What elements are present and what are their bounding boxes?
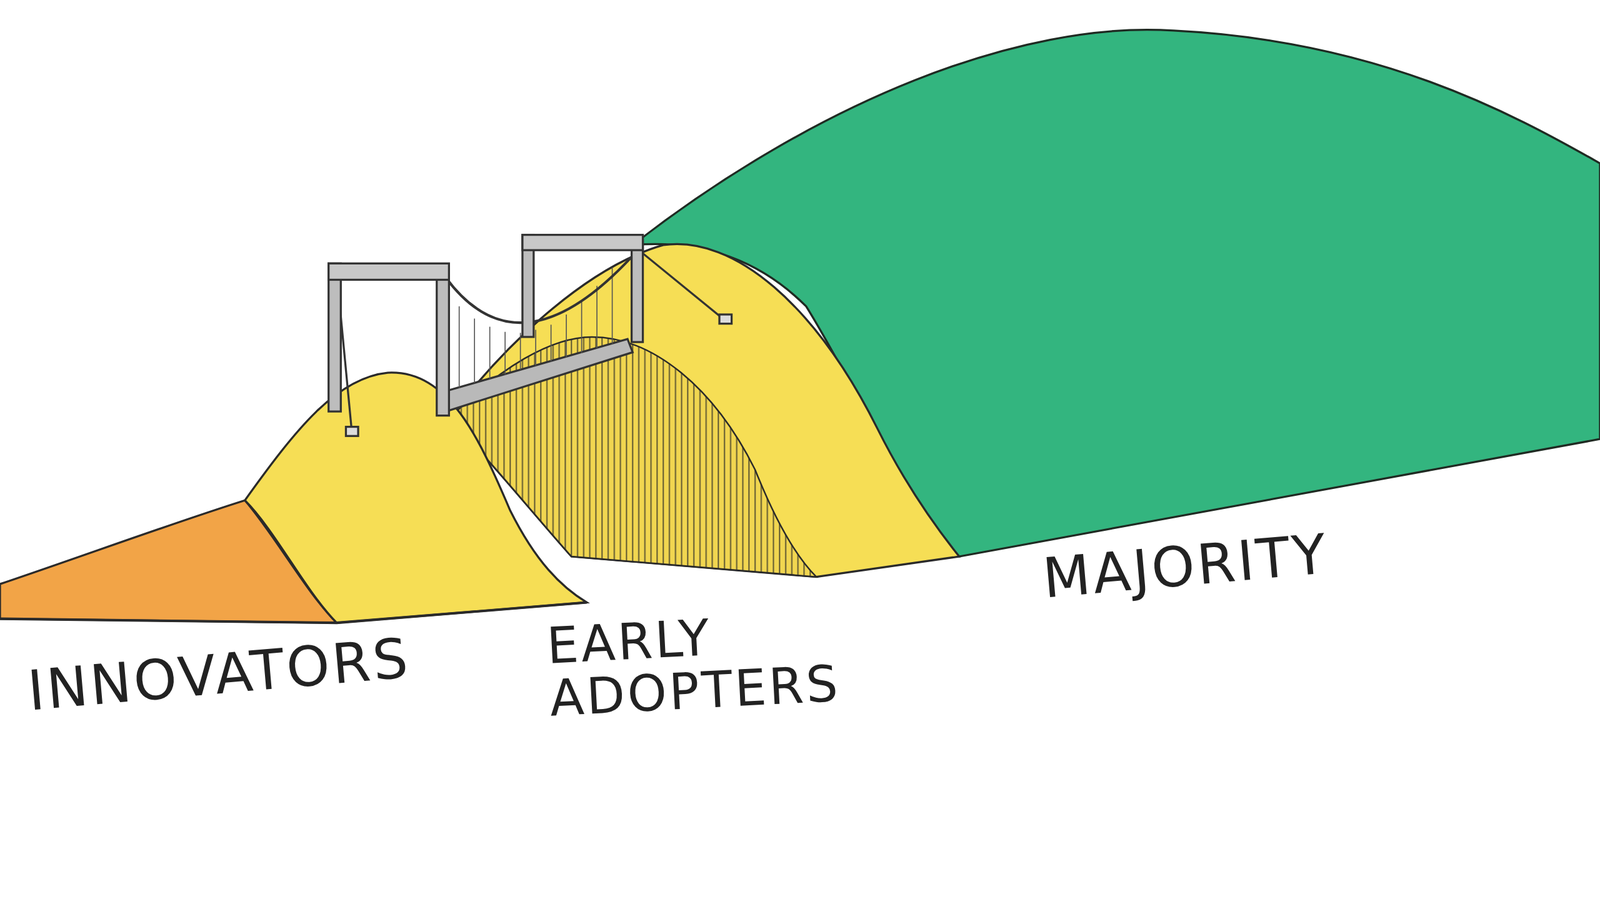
group-label: EARLY ADOPTERS xyxy=(545,603,876,725)
early-hill-front xyxy=(245,372,587,623)
group-label: INNOVATORS xyxy=(25,621,504,720)
suspension-bridge xyxy=(328,235,732,437)
